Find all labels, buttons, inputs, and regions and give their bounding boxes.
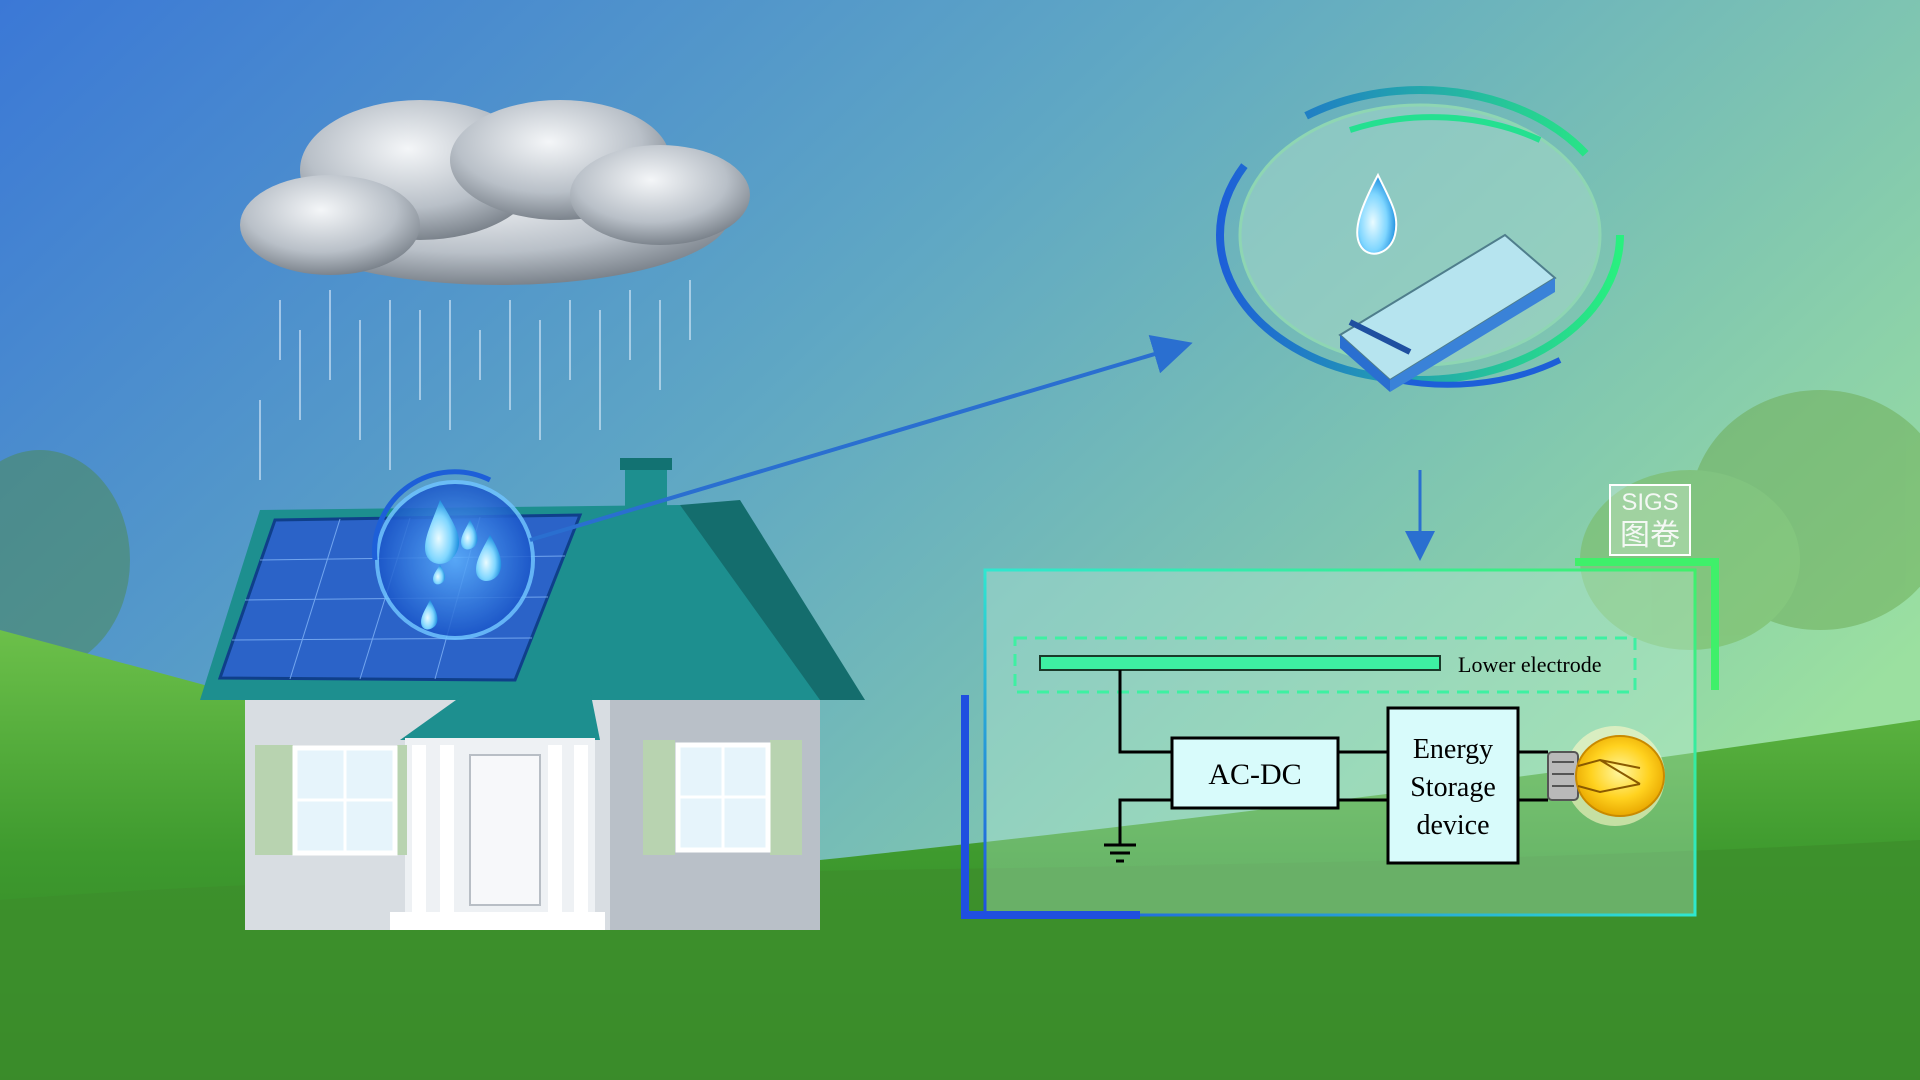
- storage-label-line1: Energy: [1413, 734, 1493, 765]
- circuit-panel: [961, 558, 1719, 919]
- watermark: SIGS 图卷: [1609, 484, 1691, 556]
- chimney: [625, 465, 667, 525]
- storage-label-line3: device: [1416, 810, 1489, 841]
- window-right: [643, 740, 802, 855]
- arrow-icon: [529, 334, 1193, 542]
- watermark-line1: SIGS: [1621, 489, 1678, 516]
- light-bulb-icon: [1547, 726, 1665, 826]
- window-left: [255, 745, 407, 856]
- rain-streaks: [259, 280, 691, 480]
- lower-electrode-label: Lower electrode: [1458, 652, 1602, 677]
- watermark-line2: 图卷: [1620, 519, 1680, 552]
- acdc-label: AC-DC: [1208, 758, 1301, 791]
- acdc-box: [1170, 736, 1340, 810]
- lower-electrode: [1039, 655, 1441, 671]
- water-drop-icon: [421, 500, 502, 630]
- device-icon: [1338, 233, 1557, 392]
- storage-label-line2: Storage: [1410, 772, 1496, 803]
- rain-cloud-icon: [240, 100, 750, 285]
- storage-box: [1386, 706, 1520, 865]
- water-drop-icon: [1356, 172, 1398, 255]
- magnifier-lens: [372, 469, 535, 640]
- ground-icon: [1104, 843, 1136, 863]
- circuit-wires: [1118, 670, 1548, 845]
- electrode-region: [1013, 636, 1637, 694]
